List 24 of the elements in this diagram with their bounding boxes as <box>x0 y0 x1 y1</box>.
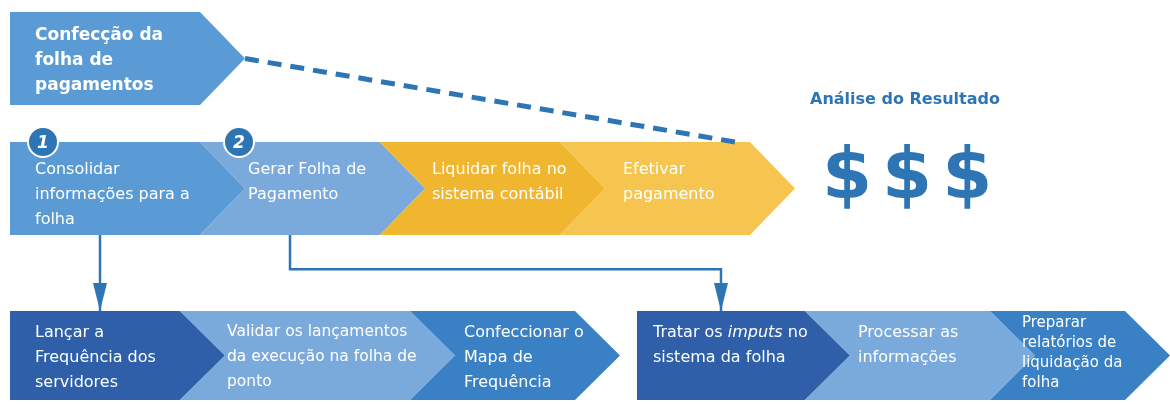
step-text: Validar os lançamentos da execução na folha de ponto <box>227 321 418 392</box>
money-symbols: $$$ <box>822 134 1003 214</box>
chevron-step <box>180 311 455 400</box>
dashed-line <box>244 56 736 145</box>
step-text: Consolidar informações para a folha <box>35 158 191 230</box>
chevron-step <box>10 12 245 105</box>
chevron-step <box>380 142 605 235</box>
step-text: Processar as informações <box>858 321 960 368</box>
step-text: Tratar os imputs no sistema da folha <box>653 321 809 368</box>
step-text: Gerar Folha de Pagamento <box>248 158 368 205</box>
arrow <box>288 235 728 311</box>
step-text: Confecção da folha de pagamentos <box>35 23 165 96</box>
chevron-step <box>10 311 225 400</box>
step-number: 1 <box>27 126 59 158</box>
chevron-step <box>990 311 1170 400</box>
arrow <box>93 235 107 311</box>
step-text: Preparar relatórios de liquidação da folha <box>1022 312 1124 392</box>
step-text: Efetivar pagamento <box>623 158 716 205</box>
step-text: Lançar a Frequência dos servidores <box>35 321 157 393</box>
step-number: 2 <box>223 126 255 158</box>
section-title: Análise do Resultado <box>810 90 1000 108</box>
chevron-step <box>637 311 850 400</box>
step-text: Liquidar folha no sistema contábil <box>432 158 568 205</box>
step-text: Confeccionar o Mapa de Frequência <box>464 321 585 393</box>
